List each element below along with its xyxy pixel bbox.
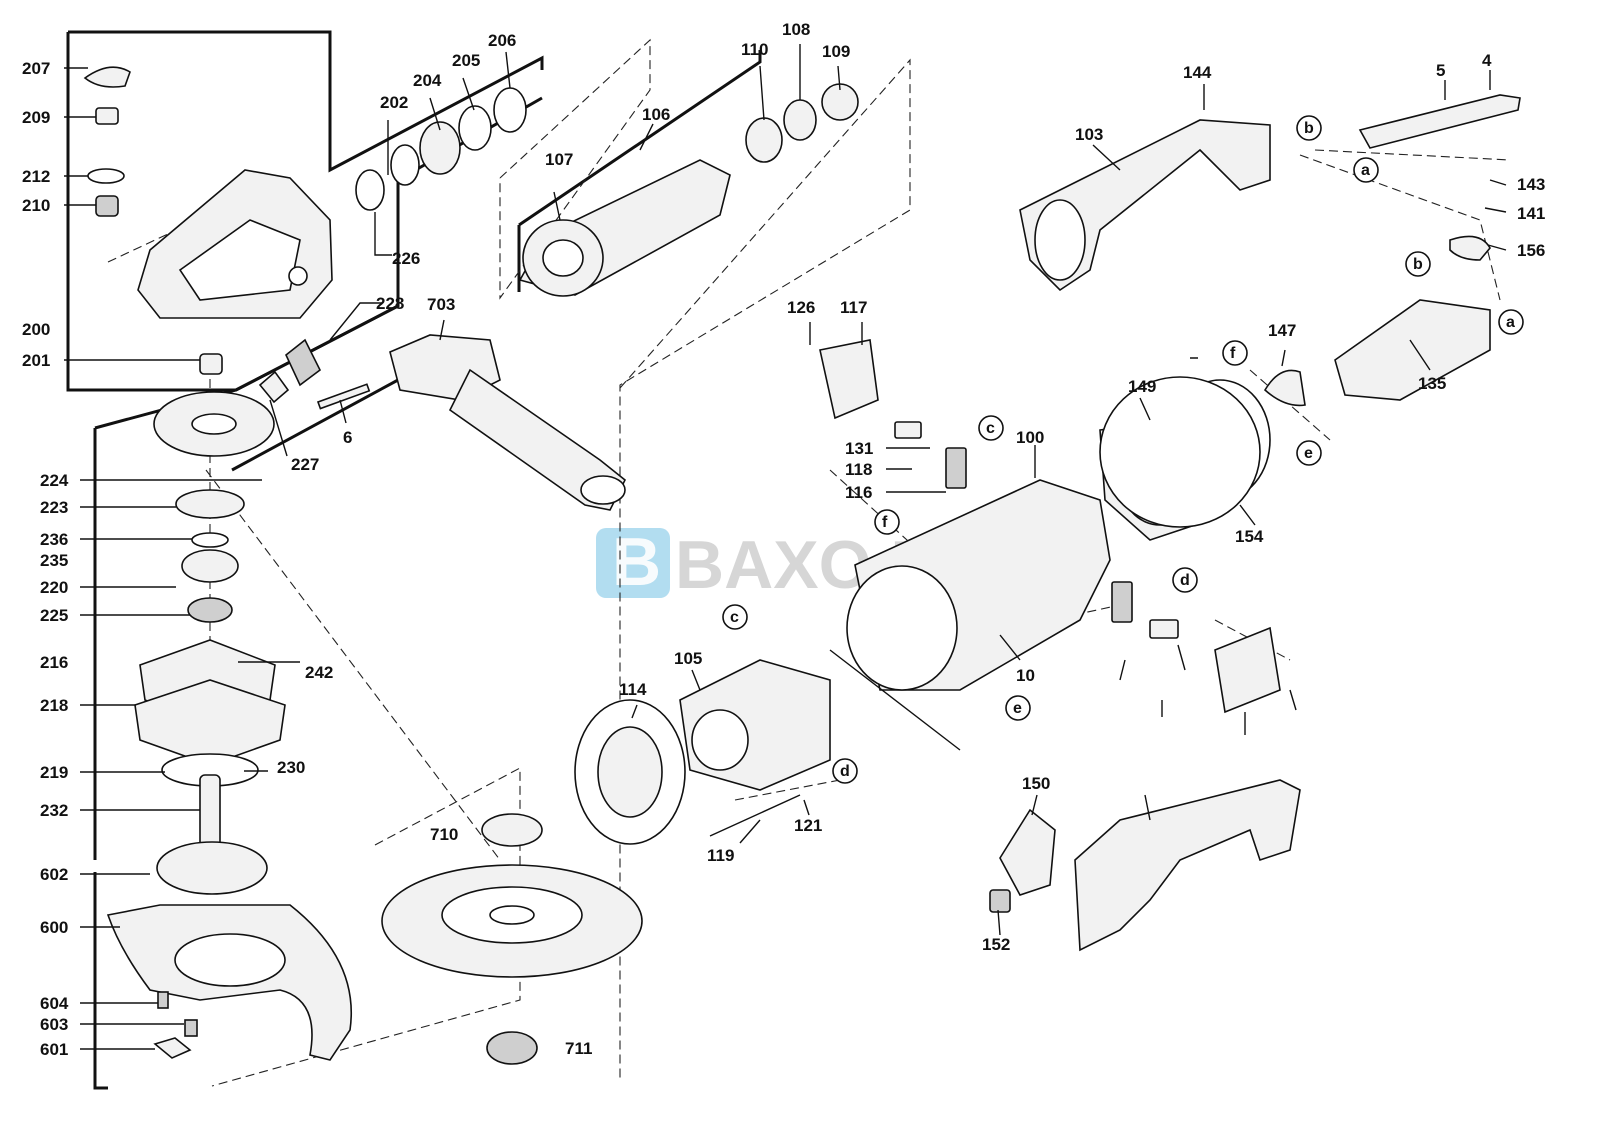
- part-number-label: 108: [782, 20, 810, 39]
- connector-letter: b: [1304, 120, 1314, 137]
- field-coil: [574, 649, 961, 845]
- part-number-label: 150: [1022, 774, 1050, 793]
- part-number-label: 114: [619, 680, 647, 699]
- part-number-label: 223: [40, 498, 68, 517]
- part-number-label: 131: [845, 439, 873, 458]
- connector-markers: [722, 115, 1524, 784]
- part-number-label: 200: [22, 320, 50, 339]
- part-number-label: 226: [392, 249, 420, 268]
- part-number-label: 106: [642, 105, 670, 124]
- bracket-guard: [93, 872, 108, 1090]
- part-number-label: 711: [565, 1039, 592, 1058]
- brush-holders: [819, 339, 1281, 714]
- part-number-label: 202: [380, 93, 408, 112]
- flange-stack: [134, 489, 286, 895]
- part-number-label: 224: [40, 471, 69, 490]
- part-number-label: 235: [40, 551, 68, 570]
- connector-letter: c: [986, 420, 995, 437]
- part-number-label: 121: [794, 816, 822, 835]
- connector-letter: d: [1180, 572, 1190, 589]
- part-number-label: 212: [22, 167, 50, 186]
- part-number-label: 118: [845, 460, 872, 479]
- connector-letter: f: [1230, 345, 1236, 362]
- disc-and-nuts: [381, 813, 643, 1065]
- part-number-label: 216: [40, 653, 68, 672]
- wheel-guard: [106, 904, 352, 1061]
- part-number-label: 119: [707, 846, 734, 865]
- part-number-label: 207: [22, 59, 50, 78]
- part-number-label: 210: [22, 196, 50, 215]
- part-number-label: 236: [40, 530, 68, 549]
- part-number-label: 219: [40, 763, 68, 782]
- connector-letter: c: [730, 609, 739, 626]
- gear-bearings: [355, 87, 527, 211]
- part-number-label: 144: [1183, 63, 1212, 82]
- part-number-label: 604: [40, 994, 69, 1013]
- part-number-label: 6: [343, 428, 352, 447]
- connector-letter: a: [1506, 314, 1515, 331]
- part-number-label: 710: [430, 825, 458, 844]
- part-number-label: 242: [305, 663, 333, 682]
- connector-letter: b: [1413, 256, 1423, 273]
- part-number-label: 201: [22, 351, 50, 370]
- part-number-label: 107: [545, 150, 573, 169]
- part-number-label: 135: [1418, 374, 1446, 393]
- part-number-label: 147: [1268, 321, 1296, 340]
- part-number-label: 141: [1517, 204, 1545, 223]
- part-number-label: 156: [1517, 241, 1545, 260]
- part-number-label: 109: [822, 42, 850, 61]
- gear-housing: [137, 169, 333, 319]
- part-number-label: 149: [1128, 377, 1156, 396]
- bracket-bevel: [231, 378, 399, 472]
- connector-letter: f: [882, 514, 888, 531]
- part-number-label: 228: [376, 294, 404, 313]
- part-number-label: 10: [1016, 666, 1035, 685]
- part-number-label: 143: [1517, 175, 1545, 194]
- part-number-label: 209: [22, 108, 50, 127]
- part-number-label: 4: [1482, 51, 1492, 70]
- part-number-label: 600: [40, 918, 68, 937]
- part-number-label: 232: [40, 801, 68, 820]
- part-number-label: 227: [291, 455, 319, 474]
- part-number-label: 220: [40, 578, 68, 597]
- part-number-label: 100: [1016, 428, 1044, 447]
- part-number-label: 117: [840, 298, 867, 317]
- part-number-label: 602: [40, 865, 68, 884]
- connector-letter: e: [1013, 700, 1022, 717]
- part-number-label: 703: [427, 295, 455, 314]
- bracket-gear-diag: [94, 304, 399, 430]
- part-number-label: 110: [741, 40, 768, 59]
- group-brackets: [66, 30, 762, 1090]
- part-number-label: 105: [674, 649, 702, 668]
- part-number-label: 218: [40, 696, 68, 715]
- bevel-gear: [153, 338, 371, 457]
- part-number-label: 206: [488, 31, 516, 50]
- bracket-gearhead-top: [68, 30, 544, 173]
- side-handle: [389, 334, 627, 511]
- part-number-label: 230: [277, 758, 305, 777]
- part-number-label: 205: [452, 51, 480, 70]
- part-number-label: 126: [787, 298, 815, 317]
- part-number-label: 116: [845, 483, 872, 502]
- part-number-label: 152: [982, 935, 1010, 954]
- part-number-label: 225: [40, 606, 68, 625]
- part-number-label: 601: [40, 1040, 68, 1059]
- connector-letter: a: [1361, 162, 1370, 179]
- switch-and-cord: [1099, 94, 1521, 528]
- leader-lines: [64, 44, 1507, 1050]
- part-number-label: 603: [40, 1015, 68, 1034]
- connector-letter: d: [840, 763, 850, 780]
- main-handles: [989, 119, 1301, 952]
- connector-letter: e: [1304, 445, 1313, 462]
- part-number-label: 154: [1235, 527, 1264, 546]
- spindle-lock: [83, 66, 223, 375]
- part-number-label: 204: [413, 71, 442, 90]
- part-number-label: 103: [1075, 125, 1103, 144]
- watermark-logo-letter: B: [612, 524, 661, 600]
- bracket-armature: [517, 50, 762, 292]
- armature: [518, 83, 859, 297]
- part-number-label: 5: [1436, 61, 1445, 80]
